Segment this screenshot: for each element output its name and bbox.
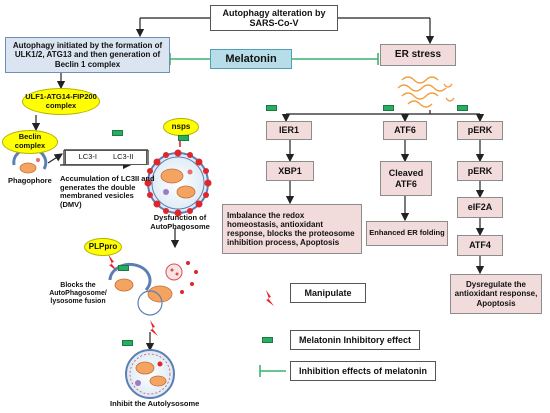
autolysosome-graphic: [125, 349, 175, 399]
legend-inhibition-box: Inhibition effects of melatonin: [290, 361, 436, 381]
er-stress-box: ER stress: [380, 44, 456, 66]
lc3-1-label: LC3-I: [78, 152, 97, 162]
enhanced-er-folding-box: Enhanced ER folding: [366, 221, 448, 246]
plpro-ellipse: PLPpro: [84, 238, 122, 256]
perk-box: pERK: [457, 121, 503, 140]
phagophore-label: Phagophore: [8, 176, 52, 185]
melatonin-inhibition-lines: [169, 53, 379, 65]
imbalance-box: Imbalance the redox homeostasis, antioxi…: [222, 204, 362, 254]
melatonin-badge-plpro: [118, 265, 129, 271]
perk2-box: pERK: [457, 161, 503, 181]
melatonin-badge-autophagosome: [178, 135, 189, 141]
atf4-box: ATF4: [457, 235, 503, 256]
cleaved-atf6-box: Cleaved ATF6: [380, 161, 432, 196]
xbp1-box: XBP1: [266, 161, 314, 181]
melatonin-box: Melatonin: [210, 49, 292, 69]
eif2a-box: eIF2A: [457, 197, 503, 218]
er-stress-graphic: [397, 76, 455, 108]
blocks-label: Blocks the AutoPhagosome/ lysosome fusio…: [49, 282, 107, 306]
dysfunction-label: Dysfunction of AutoPhagosome: [150, 213, 210, 231]
nsps-ellipse: nsps: [163, 118, 199, 136]
er-branches: [281, 110, 485, 275]
dysregulate-box: Dysregulate the antioxidant response, Ap…: [450, 274, 542, 314]
legend-manipulate-box: Manipulate: [290, 283, 366, 303]
autophagosome-graphic: [144, 149, 212, 217]
inhibit-autolysosome-label: Inhibit the Autolysosome: [110, 399, 200, 408]
atf6-box: ATF6: [383, 121, 427, 140]
autophagy-initiation-box: Autophagy initiated by the formation of …: [5, 37, 170, 73]
beclin-complex-ellipse: Beclin complex: [2, 130, 58, 154]
melatonin-badge-ier1: [266, 105, 277, 111]
legend-badge-icon: [262, 337, 273, 343]
top-connectors: [135, 17, 435, 45]
blocked-fusion-graphic: [108, 261, 198, 316]
legend-inhibitory-box: Melatonin Inhibitory effect: [290, 330, 420, 350]
fusion-bolt-icon: [150, 320, 158, 336]
legend-inhibition-line: [259, 365, 286, 377]
melatonin-badge-atf6: [383, 105, 394, 111]
top-box: Autophagy alteration by SARS-Co-V: [210, 5, 338, 31]
ulk-complex-ellipse: ULF1-ATG14-FIP200 complex: [22, 88, 100, 115]
lc3-box: LC3-I LC3-II: [65, 150, 147, 165]
accumulation-label: Accumulation of LC3II and generates the …: [60, 174, 155, 209]
ier1-box: IER1: [266, 121, 312, 140]
legend-bolt-icon: [266, 290, 274, 306]
melatonin-badge-lc3: [112, 130, 123, 136]
melatonin-badge-perk: [457, 105, 468, 111]
plpro-bolt-icon: [108, 254, 118, 272]
lc3-2-label: LC3-II: [112, 152, 134, 162]
melatonin-badge-fusion: [122, 340, 133, 346]
